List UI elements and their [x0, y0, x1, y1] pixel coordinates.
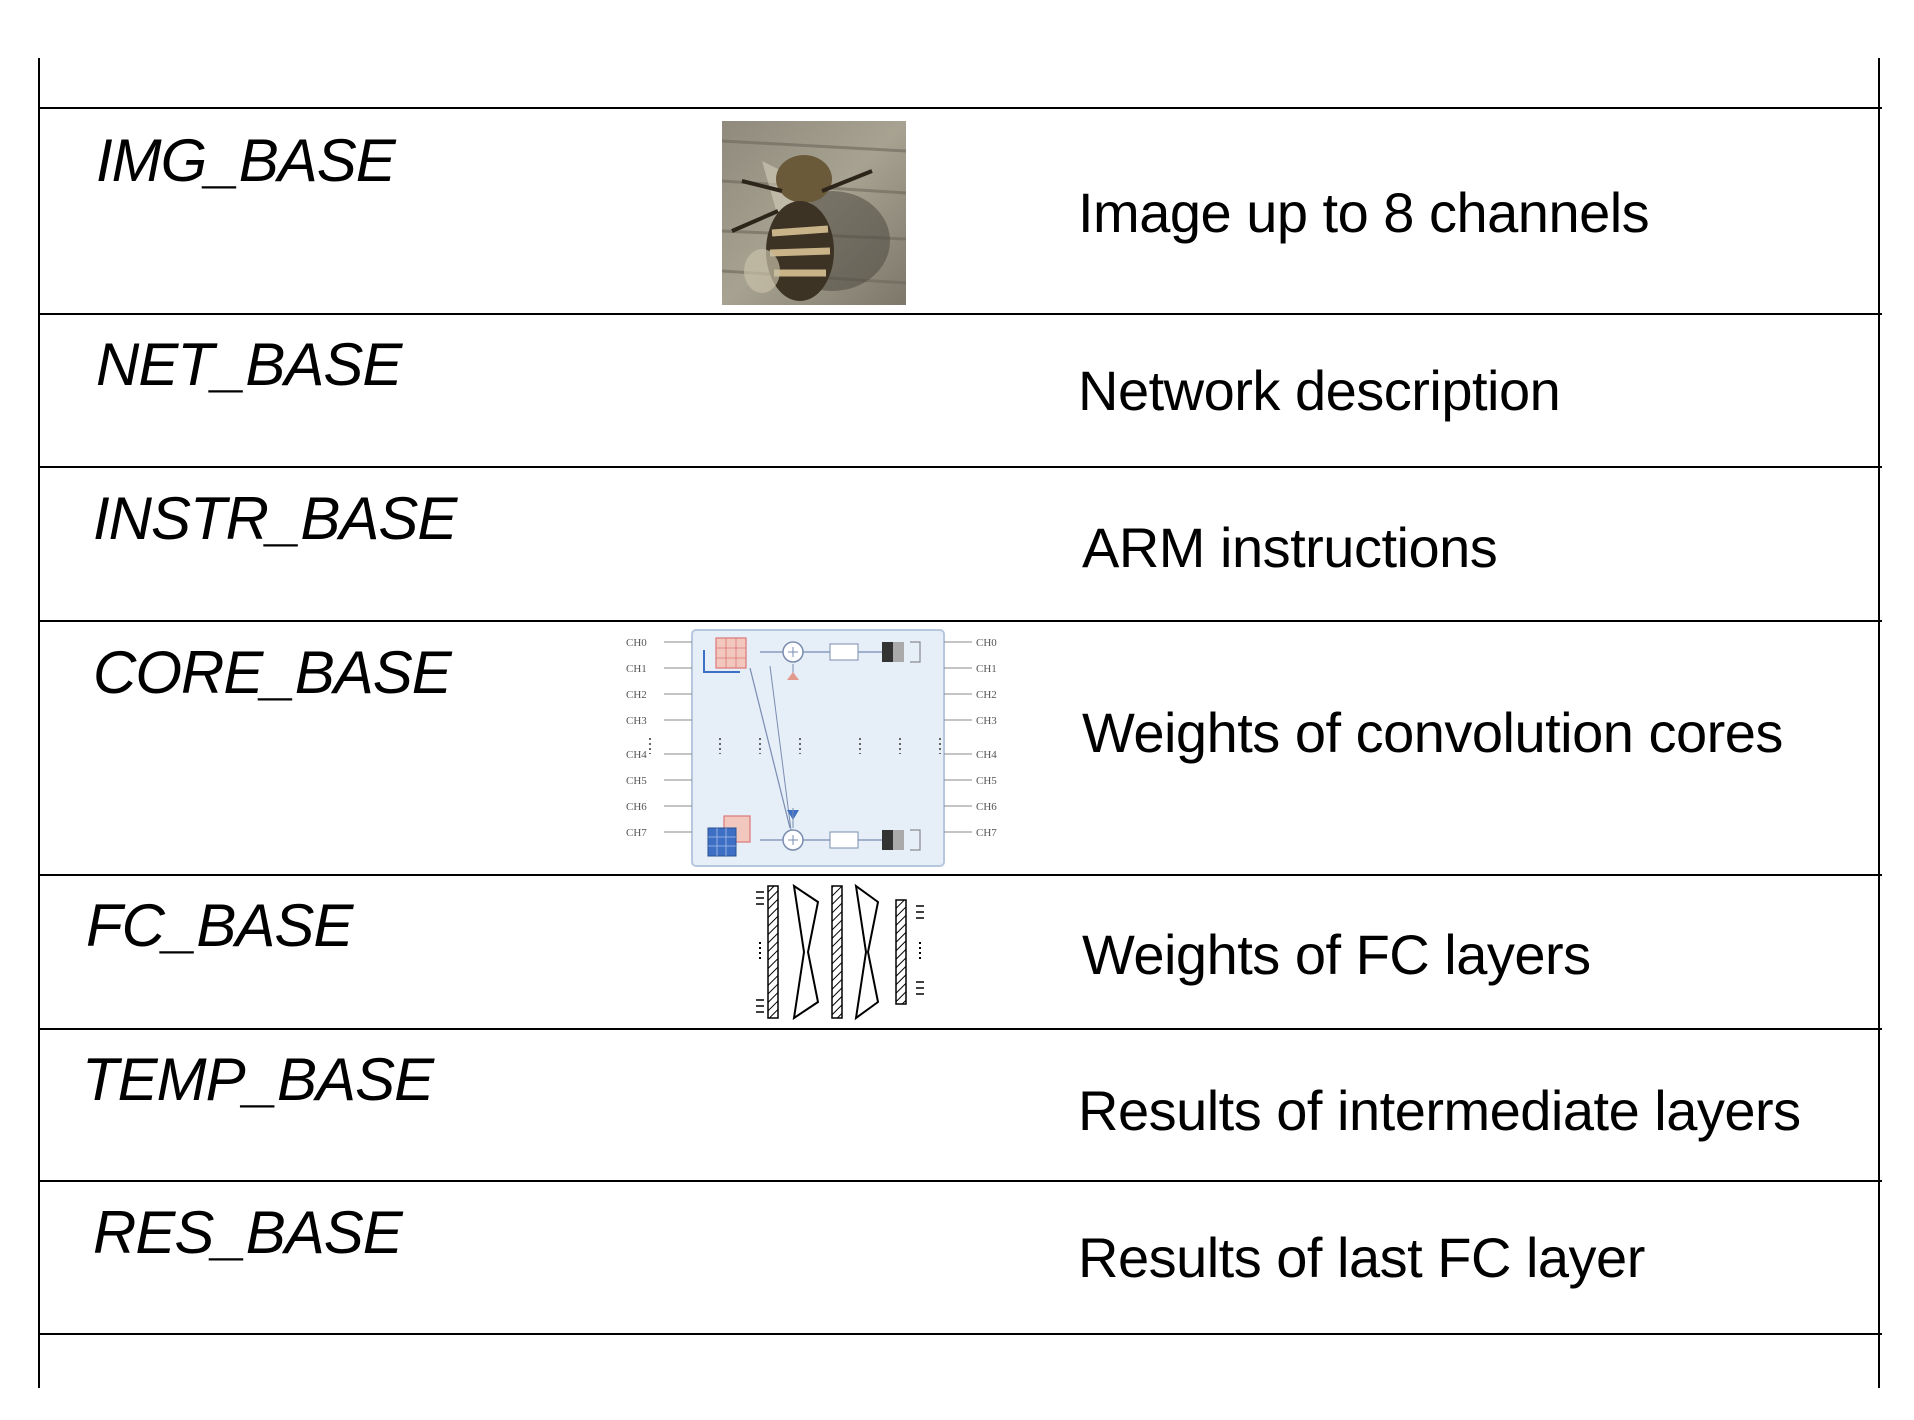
region-label-res-base: RES_BASE: [93, 1199, 403, 1266]
input-channel-label: CH7: [626, 827, 647, 839]
output-channel-label: CH7: [976, 827, 997, 839]
output-channel-label: CH4: [976, 749, 997, 761]
separator: [38, 1028, 1882, 1030]
region-label-net-base: NET_BASE: [96, 331, 402, 398]
output-channel-label: CH1: [976, 663, 997, 675]
output-channel-label: CH3: [976, 715, 997, 727]
region-label-fc-base: FC_BASE: [86, 892, 353, 959]
input-channel-label: CH2: [626, 689, 647, 701]
output-channel-label: CH5: [976, 775, 997, 787]
region-description-fc-base: Weights of FC layers: [1082, 923, 1591, 986]
input-channel-label: CH4: [626, 749, 647, 761]
region-label-core-base: CORE_BASE: [93, 639, 452, 706]
region-description-res-base: Results of last FC layer: [1078, 1226, 1645, 1289]
separator: [38, 1333, 1882, 1335]
separator: [38, 620, 1882, 622]
separator: [38, 107, 1882, 109]
region-description-net-base: Network description: [1078, 359, 1561, 422]
region-description-core-base: Weights of convolution cores: [1082, 701, 1783, 764]
separator: [38, 313, 1882, 315]
region-label-instr-base: INSTR_BASE: [93, 485, 457, 552]
input-channel-label: CH1: [626, 663, 647, 675]
separator: [38, 874, 1882, 876]
region-label-temp-base: TEMP_BASE: [82, 1046, 434, 1113]
region-label-img-base: IMG_BASE: [96, 127, 396, 194]
input-channel-label: CH3: [626, 715, 647, 727]
input-channel-label: CH6: [626, 801, 647, 813]
region-description-instr-base: ARM instructions: [1082, 516, 1498, 579]
memory-map: [38, 58, 1880, 1388]
fc-layers-diagram-icon: [752, 882, 928, 1022]
output-channel-label: CH2: [976, 689, 997, 701]
bee-photo-icon: [721, 121, 907, 305]
region-description-temp-base: Results of intermediate layers: [1078, 1079, 1801, 1142]
separator: [38, 466, 1882, 468]
separator: [38, 1180, 1882, 1182]
input-channel-label: CH0: [626, 637, 647, 649]
region-description-img-base: Image up to 8 channels: [1078, 181, 1650, 244]
input-channel-label: CH5: [626, 775, 647, 787]
output-channel-label: CH6: [976, 801, 997, 813]
output-channel-label: CH0: [976, 637, 997, 649]
